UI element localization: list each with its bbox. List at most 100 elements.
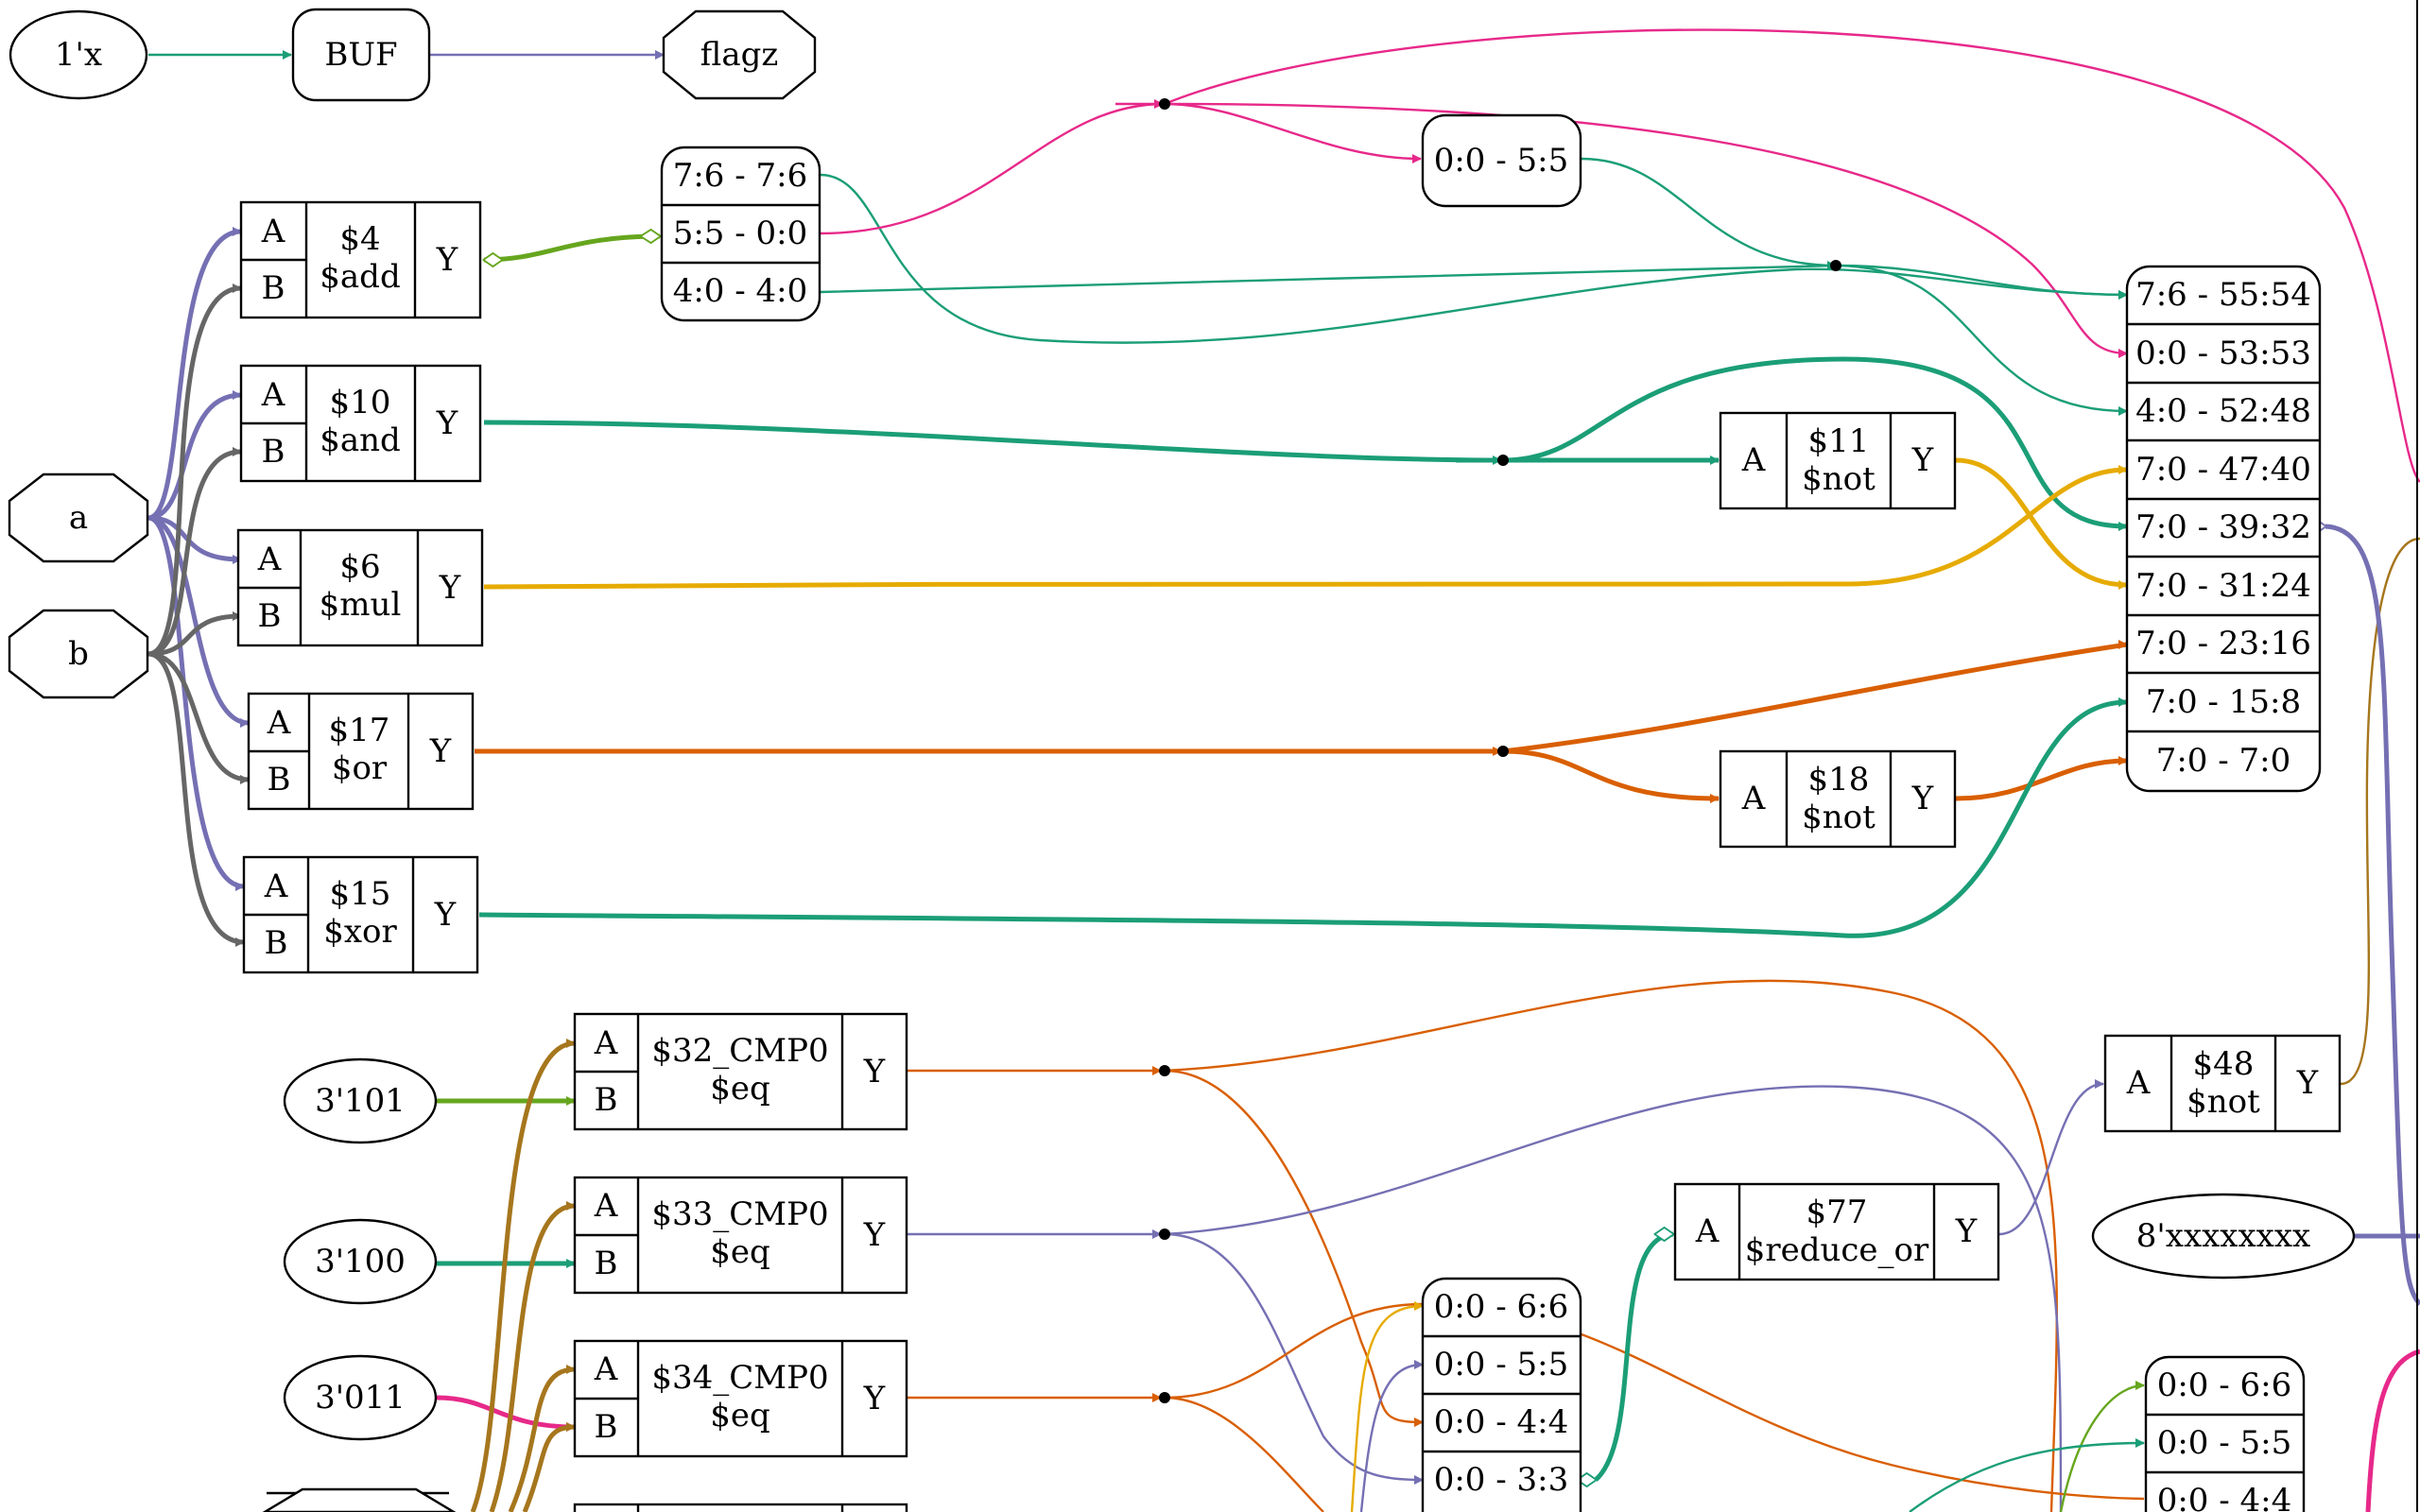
buf-node[interactable]: BUF [291,8,431,102]
wire-and-out [483,420,1504,463]
wire-flagsplit-to-junction [1581,157,1837,267]
cell-xor[interactable]: A B $15 $xor Y [242,855,479,974]
cell-eq33-port-a: A [594,1187,618,1225]
cell-not18[interactable]: A $18 $not Y [1719,749,1957,849]
cell-eq32-port-a: A [594,1024,618,1062]
input-port-a[interactable]: a [8,472,149,563]
join-right-row-1: 0:0 - 5:5 [2157,1424,2292,1462]
cell-reduce-port-a: A [1695,1212,1720,1250]
join-cmp-row-3: 0:0 - 3:3 [1434,1461,1569,1499]
cell-not48[interactable]: A $48 $not Y [2103,1034,2342,1133]
cell-not18-id: $18 [1808,761,1870,799]
wire-pink-to-out-53 [1164,102,2128,358]
join-cmp[interactable]: 0:0 - 6:6 0:0 - 5:5 0:0 - 4:4 0:0 - 3:3 [1421,1277,1582,1512]
wire-not48-out [2340,537,2420,1086]
cell-and-port-b: B [262,433,285,471]
cell-eq32-port-b: B [595,1081,618,1119]
join-right[interactable]: 0:0 - 6:6 0:0 - 5:5 0:0 - 4:4 [2144,1355,2306,1512]
wire-eq34-down [1164,1396,1324,1512]
wire-mul-to-out-47 [483,465,2128,590]
cell-reduce-or[interactable]: A $77 $reduce_or Y [1673,1182,2000,1281]
wire-not18-to-out-7 [1955,756,2128,801]
cell-eq33-type: $eq [710,1233,770,1271]
wire-and-to-out-39 [1502,356,2128,531]
cell-not18-port-y: Y [1911,780,1934,817]
wire-eq33-long [1164,1085,2063,1512]
wire-junction-to-out-52 [1835,264,2128,416]
cell-not18-port-a: A [1741,780,1766,817]
cell-not48-id: $48 [2193,1045,2255,1083]
cell-and[interactable]: A B $10 $and Y [239,364,482,483]
join-output-row-7: 7:0 - 15:8 [2146,683,2301,721]
flagz-port[interactable]: flagz [662,9,817,100]
wire-split-4-0 [820,261,1837,294]
junction-dot-or [1497,746,1509,757]
cell-reduce-type: $reduce_or [1745,1231,1929,1269]
wire-pink-top [1164,28,2420,483]
cell-mul-port-b: B [258,597,282,635]
cell-reduce-port-y: Y [1955,1212,1978,1250]
wire-purple-to-cmp-5 [1359,1360,1424,1512]
cell-eq32-port-y: Y [863,1053,886,1091]
cell-eq34-port-b: B [595,1408,618,1446]
join-right-row-0: 0:0 - 6:6 [2157,1366,2292,1404]
split-flag-row-0: 0:0 - 5:5 [1434,142,1569,180]
const-100-label: 3'100 [315,1243,406,1280]
input-port-b[interactable]: b [8,609,149,699]
wire-a-to-and [147,390,242,521]
split-add[interactable]: 7:6 - 7:6 5:5 - 0:0 4:0 - 4:0 [660,146,821,322]
wire-a-to-add [147,227,242,521]
cell-add-port-y: Y [436,241,458,279]
wire-eq34-to-cmp-6 [1164,1302,2145,1501]
wire-brown-to-eq33 [489,1201,576,1512]
wire-b-to-and [147,447,242,657]
const-1x-label: 1'x [55,36,102,74]
cell-eq32-id: $32_CMP0 [651,1032,828,1070]
const-1x-node[interactable]: 1'x [9,9,148,100]
cell-eq32[interactable]: A B $32_CMP0 $eq Y [573,1012,908,1131]
cell-add-type: $add [320,258,400,296]
wire-split-5-5 [820,102,1166,235]
join-cmp-row-0: 0:0 - 6:6 [1434,1288,1569,1326]
join-output-row-3: 7:0 - 47:40 [2135,451,2311,489]
cell-not11[interactable]: A $11 $not Y [1719,411,1957,510]
cell-eq33[interactable]: A B $33_CMP0 $eq Y [573,1176,908,1295]
cell-not11-port-a: A [1741,441,1766,479]
cell-and-type: $and [320,421,401,459]
wire-eq32-long [1164,979,2058,1512]
cell-not48-port-y: Y [2296,1064,2319,1102]
junction-dot-eq33 [1159,1228,1170,1240]
cell-xor-port-b: B [265,924,288,962]
cell-not11-port-y: Y [1911,441,1934,479]
wire-cmp-to-reduce [1596,1234,1673,1480]
split-add-row-2: 4:0 - 4:0 [673,272,808,310]
wire-brown-to-eq32 [470,1039,576,1512]
const-011-node[interactable]: 3'011 [283,1354,438,1441]
split-add-row-1: 5:5 - 0:0 [673,215,808,252]
const-101-label: 3'101 [315,1082,406,1120]
cell-and-port-y: Y [436,404,458,442]
cell-eq34-port-a: A [594,1350,618,1388]
const-8x-node[interactable]: 8'xxxxxxxx [2091,1193,2356,1280]
wire-add-to-split [484,236,660,260]
wire-brown-to-eq34b [522,1422,576,1512]
cell-or[interactable]: A B $17 $or Y [247,692,475,811]
wire-reduce-to-not48 [1998,1079,2104,1236]
wire-eq33-to-cmp-3 [1164,1232,1424,1485]
cell-eq34[interactable]: A B $34_CMP0 $eq Y [573,1339,908,1458]
wire-junction-to-out-55 [1835,264,2128,300]
const-101-node[interactable]: 3'101 [283,1057,438,1144]
wire-or-to-not18 [1502,748,1720,803]
cell-mul-port-y: Y [439,569,461,607]
cell-add[interactable]: A B $4 $add Y [239,200,482,319]
wire-pink-to-flagsplit [1164,102,1422,163]
join-output[interactable]: 7:6 - 55:54 0:0 - 53:53 4:0 - 52:48 7:0 … [2125,265,2322,793]
wire-eq32-to-cmp-4 [1164,1069,1424,1427]
const-100-node[interactable]: 3'100 [283,1218,438,1305]
wire-b-to-mul [147,611,242,657]
cell-add-id: $4 [339,220,380,258]
wire-not11-to-out-31 [1955,457,2128,590]
split-flag[interactable]: 0:0 - 5:5 [1421,113,1582,208]
cell-mul[interactable]: A B $6 $mul Y [236,528,484,647]
